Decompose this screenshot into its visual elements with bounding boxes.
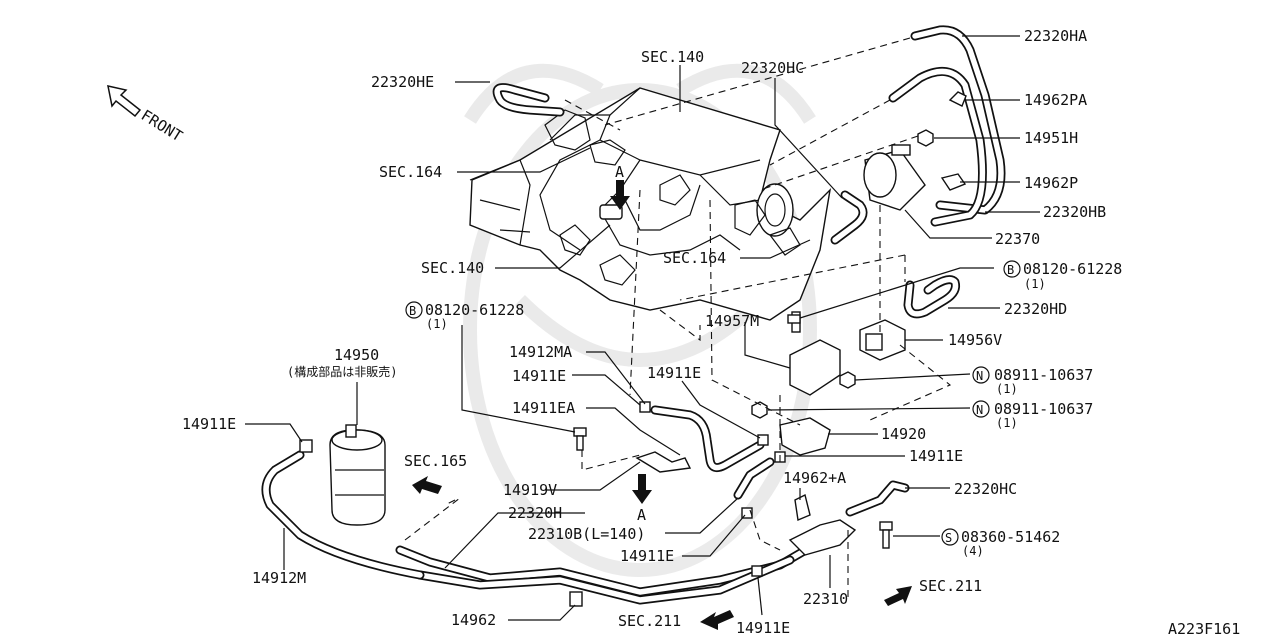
svg-text:B: B [1007,263,1014,277]
diagram-code: A223F161 [1168,620,1240,638]
view-a-top-label: A [615,163,624,181]
label-08911-a-qty: (1) [996,382,1018,396]
view-a-arrow-bottom-icon [632,474,652,504]
nut-14951h [917,129,934,147]
label-22310b: 22310B(L=140) [528,525,645,543]
label-14911ea: 14911EA [512,399,575,417]
sec140-left-label: SEC.140 [421,259,484,277]
label-08360: 08360-51462 [961,528,1060,546]
hose-14912ma [650,405,765,473]
bolt-08120-right [787,314,801,324]
label-22310: 22310 [803,590,848,608]
valve-22370 [863,144,926,211]
label-14911e-a: 14911E [512,367,566,385]
label-14962: 14962 [451,611,496,629]
hose-22310b [733,457,775,500]
bracket-14919v [635,451,692,473]
label-22320ha: 22320HA [1024,27,1087,45]
label-14911e-r1: 14911E [909,447,963,465]
canister-14950 [329,424,386,526]
bracket-22310 [788,493,857,556]
label-14912m: 14912M [252,569,306,587]
sec211-bottom-label: SEC.211 [618,612,681,630]
label-14911e-b: 14911E [647,364,701,382]
view-a-bottom-label: A [637,506,646,524]
label-08120-left-qty: (1) [426,317,448,331]
label-14911e-left: 14911E [182,415,236,433]
svg-text:S: S [945,531,952,545]
dashed-reference-lines [404,37,952,600]
badge-n-a: N [972,366,990,384]
badge-b-left: B [405,301,423,319]
solenoid-14956v [859,319,906,361]
sec164-left-label: SEC.164 [379,163,442,181]
leader-lines [245,35,1040,621]
nut-08911-b [751,401,768,419]
badge-b-right: B [1003,260,1021,278]
label-22320hc-bottom: 22320HC [954,480,1017,498]
label-22320hc-top: 22320HC [741,59,804,77]
pipe-22320h [395,525,845,605]
front-arrow-icon: FRONT [107,85,186,145]
bolt-08120-left [573,427,587,451]
label-22370: 22370 [995,230,1040,248]
label-08911-b-qty: (1) [996,416,1018,430]
view-a-arrow-top-icon [610,180,630,210]
svg-text:N: N [976,403,983,417]
label-14911e-bottom: 14911E [736,619,790,637]
label-14950: 14950 [334,346,379,364]
hose-14912m [261,450,425,580]
hose-22320hc-bottom [845,480,910,517]
label-22320hd: 22320HD [1004,300,1067,318]
label-08911-b: 08911-10637 [994,400,1093,418]
sec211-bottom-arrow-icon [700,610,734,630]
label-14962a: 14962+A [783,469,846,487]
label-14911e-c: 14911E [620,547,674,565]
clip-14962p [940,173,967,191]
sec165-arrow-icon [412,476,442,494]
label-08360-qty: (4) [962,544,984,558]
svg-text:B: B [409,304,416,318]
label-08120-left: 08120-61228 [425,301,524,319]
label-14956v: 14956V [948,331,1002,349]
label-22320he: 22320HE [371,73,434,91]
hose-22320hc-top [830,66,987,245]
label-14920: 14920 [881,425,926,443]
engine-intake-manifold [469,87,832,321]
label-08911-a: 08911-10637 [994,366,1093,384]
sec165-label: SEC.165 [404,452,467,470]
label-14950-note: (構成部品は非販売) [287,364,397,379]
bolt-08360 [879,521,893,549]
hose-22320ha [910,25,1006,215]
sec211-right-label: SEC.211 [919,577,982,595]
label-14962p: 14962P [1024,174,1078,192]
label-08120-right-qty: (1) [1024,277,1046,291]
badge-n-b: N [972,400,990,418]
label-14957m: 14957M [705,312,759,330]
label-14919v: 14919V [503,481,557,499]
hose-22320he [492,83,565,117]
svg-text:N: N [976,369,983,383]
label-22320hb: 22320HB [1043,203,1106,221]
nut-08911-a [839,371,856,389]
sec164-mid-label: SEC.164 [663,249,726,267]
clip-14962pa [948,91,967,107]
label-14962pa: 14962PA [1024,91,1087,109]
sec211-right-arrow-icon [884,586,912,606]
label-08120-right: 08120-61228 [1023,260,1122,278]
label-14951h: 14951H [1024,129,1078,147]
label-14912ma: 14912MA [509,343,572,361]
sec140-top-label: SEC.140 [641,48,704,66]
valve-14920 [779,417,831,456]
front-label: FRONT [138,106,186,145]
badge-s: S [941,528,959,546]
hose-22320hd [903,275,960,319]
label-22320h: 22320H [508,504,562,522]
